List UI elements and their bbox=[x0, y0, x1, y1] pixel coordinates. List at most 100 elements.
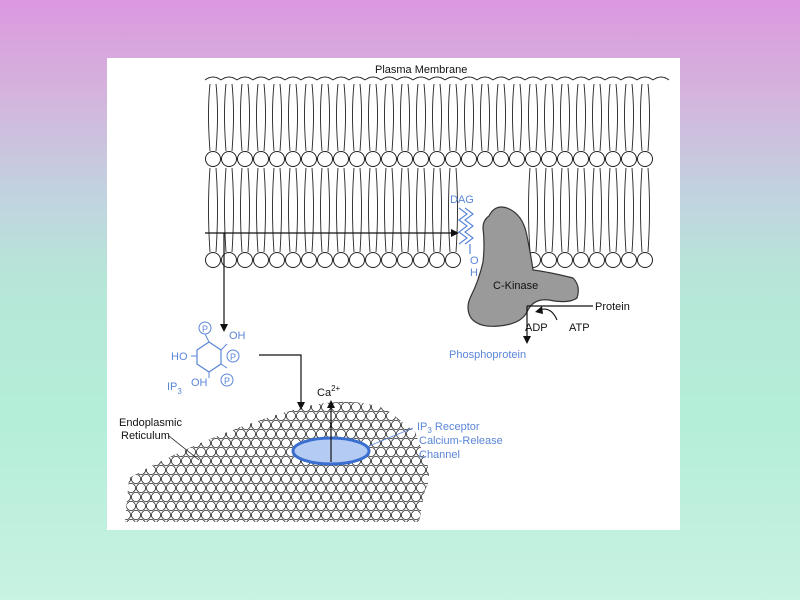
lipid-tail bbox=[336, 83, 339, 152]
er-lipid-bead bbox=[410, 473, 421, 484]
er-lipid-bead bbox=[265, 428, 276, 439]
er-lipid-bead bbox=[216, 410, 227, 421]
lipid-tail bbox=[215, 167, 218, 253]
ip3-label-name: IP bbox=[167, 381, 177, 393]
er-lipid-bead bbox=[171, 491, 182, 502]
er-lipid-bead bbox=[300, 491, 311, 502]
lipid-head bbox=[541, 151, 557, 167]
er-lipid-bead bbox=[365, 464, 376, 475]
er-lipid-bead bbox=[415, 464, 426, 475]
lipid-head bbox=[253, 252, 269, 268]
lipid-tail bbox=[583, 167, 586, 253]
er-lipid-bead bbox=[191, 473, 202, 484]
er-lipid-bead bbox=[290, 491, 301, 502]
er-lipid-bead bbox=[320, 473, 331, 484]
er-lipid-bead bbox=[196, 410, 207, 421]
er-lipid-bead bbox=[181, 437, 192, 448]
lipid-head bbox=[333, 252, 349, 268]
er-lipid-bead bbox=[211, 437, 222, 448]
lipid-tail bbox=[608, 167, 611, 253]
er-lipid-bead bbox=[206, 482, 217, 493]
er-lipid-bead bbox=[245, 482, 256, 493]
lipid-head bbox=[413, 252, 429, 268]
lipid-tail bbox=[208, 83, 211, 152]
lipid-top-curve bbox=[540, 76, 558, 81]
er-lipid-bead bbox=[130, 455, 141, 466]
er-lipid-bead bbox=[196, 464, 207, 475]
er-lipid-bead bbox=[375, 446, 386, 457]
er-lipid-bead bbox=[431, 492, 440, 501]
er-lipid-bead bbox=[355, 482, 366, 493]
lipid-tail bbox=[311, 83, 314, 152]
er-lipid-bead bbox=[270, 419, 281, 430]
er-lipid-bead bbox=[280, 455, 291, 466]
er-lipid-bead bbox=[355, 464, 366, 475]
er-lipid-bead bbox=[250, 491, 261, 502]
er-lipid-bead bbox=[125, 401, 126, 403]
er-lipid-bead bbox=[166, 446, 177, 457]
receptor-label-line bbox=[368, 427, 414, 447]
er-lipid-bead bbox=[161, 455, 172, 466]
er-lipid-bead bbox=[335, 410, 346, 421]
er-lipid-bead bbox=[221, 455, 232, 466]
er-lipid-bead bbox=[125, 464, 126, 475]
lipid-tail bbox=[480, 83, 483, 152]
lipid-tail bbox=[640, 83, 643, 152]
lipid-head bbox=[429, 151, 445, 167]
er-lipid-bead bbox=[350, 473, 361, 484]
er-lipid-bead bbox=[201, 437, 212, 448]
lipid-tail bbox=[295, 83, 298, 152]
lipid-tail bbox=[535, 83, 538, 152]
er-lipid-bead bbox=[290, 473, 301, 484]
lipid-tail bbox=[464, 83, 467, 152]
er-lipid-bead bbox=[395, 482, 406, 493]
er-lipid-bead bbox=[270, 401, 281, 412]
lipid-tail bbox=[471, 83, 474, 152]
lipid-head bbox=[269, 151, 285, 167]
er-lipid-bead bbox=[390, 509, 401, 520]
er-lipid-bead bbox=[365, 518, 376, 522]
receptor-rest: Receptor bbox=[432, 421, 480, 433]
lipid-head bbox=[381, 151, 397, 167]
er-lipid-bead bbox=[375, 464, 386, 475]
er-lipid-bead bbox=[265, 446, 276, 457]
lipid-tail bbox=[240, 83, 243, 152]
receptor-label-line1: IP3 Receptor bbox=[417, 421, 480, 435]
er-lipid-bead bbox=[141, 509, 152, 520]
lipid-top-curve bbox=[444, 76, 462, 81]
er-membrane bbox=[125, 401, 440, 522]
er-lipid-bead bbox=[125, 491, 131, 502]
er-lipid-bead bbox=[255, 482, 266, 493]
lipid-tail bbox=[432, 83, 435, 152]
er-lipid-bead bbox=[216, 464, 227, 475]
er-lipid-bead bbox=[216, 482, 227, 493]
er-lipid-bead bbox=[125, 464, 136, 475]
er-lipid-bead bbox=[340, 509, 351, 520]
lipid-head bbox=[285, 151, 301, 167]
er-lipid-bead bbox=[235, 410, 246, 421]
er-lipid-bead bbox=[390, 473, 401, 484]
lipid-tail bbox=[432, 167, 435, 253]
er-lipid-bead bbox=[385, 446, 396, 457]
ip3-label-sub: 3 bbox=[177, 387, 182, 396]
er-lipid-bead bbox=[240, 491, 251, 502]
er-lipid-bead bbox=[221, 401, 232, 412]
er-lipid-bead bbox=[360, 401, 371, 412]
er-lipid-bead bbox=[330, 491, 341, 502]
er-lipid-bead bbox=[415, 518, 426, 522]
er-lipid-bead bbox=[370, 491, 381, 502]
er-lipid-bead bbox=[360, 473, 371, 484]
er-lipid-bead bbox=[355, 518, 366, 522]
c-kinase-shape bbox=[467, 206, 579, 327]
lipid-head bbox=[237, 252, 253, 268]
lipid-tail bbox=[560, 83, 563, 152]
er-lipid-bead bbox=[130, 401, 141, 412]
er-lipid-bead bbox=[176, 518, 187, 522]
er-lipid-bead bbox=[196, 500, 207, 511]
er-lipid-bead bbox=[330, 473, 341, 484]
er-lipid-bead bbox=[260, 401, 271, 412]
lipid-head bbox=[637, 151, 653, 167]
lipid-head bbox=[573, 151, 589, 167]
er-lipid-bead bbox=[375, 500, 386, 511]
lipid-head bbox=[573, 252, 589, 268]
